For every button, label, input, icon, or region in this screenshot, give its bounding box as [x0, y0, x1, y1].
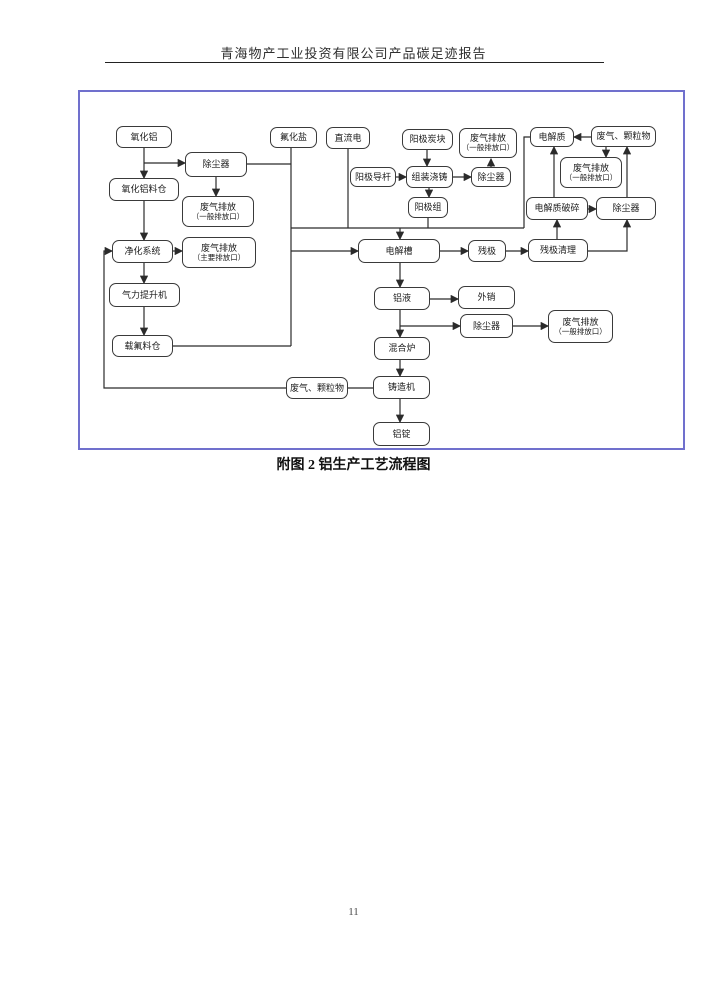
node-mixing-furnace: 混合炉 — [374, 337, 430, 360]
node-label: 除尘器 — [472, 320, 500, 331]
node-label: 净化系统 — [124, 246, 161, 257]
node-label: 氟化盐 — [279, 132, 307, 143]
node-residual-anode-cleaning: 残极清理 — [528, 239, 588, 262]
node-label: 铸造机 — [387, 382, 415, 393]
node-label: 电解质破碎 — [534, 203, 580, 214]
node-sublabel: （一般排放口） — [461, 143, 515, 153]
node-electrolysis-cell: 电解槽 — [358, 239, 440, 263]
node-label: 废气排放 — [469, 133, 506, 144]
node-sublabel: （一般排放口） — [191, 211, 245, 221]
node-residual-anode: 残极 — [468, 240, 506, 262]
node-label: 残极清理 — [539, 245, 576, 256]
node-anode-group: 阳极组 — [408, 197, 448, 218]
node-label: 废气排放 — [572, 162, 609, 173]
node-label: 阳极组 — [414, 202, 442, 213]
node-external-sale: 外销 — [458, 286, 515, 309]
page-number: 11 — [348, 906, 359, 918]
node-label: 氧化铝 — [130, 131, 158, 142]
node-label: 除尘器 — [612, 203, 640, 214]
node-exhaust-general-3: 废气排放（一般排放口） — [560, 157, 622, 188]
node-sublabel: （一般排放口） — [554, 326, 607, 336]
node-casting-machine: 铸造机 — [373, 376, 430, 399]
node-dust-collector-2: 除尘器 — [471, 167, 511, 187]
node-label: 电解槽 — [385, 245, 413, 256]
header-rule — [105, 62, 604, 63]
node-anode-rod: 阳极导杆 — [350, 167, 396, 187]
node-label: 载氟料仓 — [124, 340, 161, 351]
node-label: 铝锭 — [392, 428, 411, 439]
node-pneumatic-elevator: 气力提升机 — [109, 283, 180, 307]
report-header-title: 青海物产工业投资有限公司产品碳足迹报告 — [220, 46, 487, 61]
node-gas-particulate-2: 废气、颗粒物 — [286, 377, 348, 399]
node-dust-collector-1: 除尘器 — [185, 152, 247, 177]
node-label: 混合炉 — [388, 343, 416, 354]
node-purification-system: 净化系统 — [112, 240, 173, 263]
node-label: 直流电 — [334, 132, 362, 143]
node-fluoride-salt: 氟化盐 — [270, 127, 317, 148]
node-label: 铝液 — [392, 293, 411, 304]
node-electrolyte-crushing: 电解质破碎 — [526, 197, 588, 220]
node-label: 电解质 — [538, 131, 566, 142]
node-label: 废气、颗粒物 — [596, 131, 651, 142]
node-exhaust-general-1: 废气排放（一般排放口） — [182, 196, 254, 227]
node-electrolyte: 电解质 — [530, 127, 574, 147]
node-label: 氧化铝料仓 — [121, 184, 167, 195]
node-exhaust-general-2: 废气排放（一般排放口） — [459, 128, 517, 158]
node-direct-current: 直流电 — [326, 127, 370, 149]
node-label: 气力提升机 — [121, 289, 167, 300]
node-label: 废气排放 — [200, 242, 237, 253]
node-sublabel: （一般排放口） — [564, 172, 618, 182]
node-label: 废气排放 — [562, 316, 599, 327]
node-label: 残极 — [477, 245, 496, 256]
node-aluminum-liquid: 铝液 — [374, 287, 430, 310]
node-dust-collector-3: 除尘器 — [596, 197, 656, 220]
node-dust-collector-4: 除尘器 — [460, 314, 513, 338]
node-label: 外销 — [477, 292, 496, 303]
node-label: 组装浇铸 — [411, 171, 448, 182]
node-label: 废气排放 — [199, 201, 236, 212]
node-gas-particulate-1: 废气、颗粒物 — [591, 126, 656, 147]
node-label: 除尘器 — [202, 159, 230, 170]
node-anode-carbon-block: 阳极炭块 — [402, 129, 453, 150]
node-fluoride-silo: 载氟料仓 — [112, 335, 173, 357]
node-exhaust-general-4: 废气排放（一般排放口） — [548, 310, 613, 343]
node-label: 阳极导杆 — [354, 171, 391, 182]
node-label: 除尘器 — [477, 171, 505, 182]
node-label: 废气、颗粒物 — [289, 382, 344, 393]
node-assembly-casting: 组装浇铸 — [406, 166, 453, 188]
node-alumina: 氧化铝 — [116, 126, 172, 148]
node-aluminum-ingot: 铝锭 — [373, 422, 430, 446]
node-sublabel: （主要排放口） — [192, 252, 246, 262]
node-label: 阳极炭块 — [409, 134, 446, 145]
figure-caption: 附图 2 铝生产工艺流程图 — [276, 458, 431, 473]
node-alumina-silo: 氧化铝料仓 — [109, 178, 179, 201]
node-exhaust-main: 废气排放（主要排放口） — [182, 237, 256, 268]
